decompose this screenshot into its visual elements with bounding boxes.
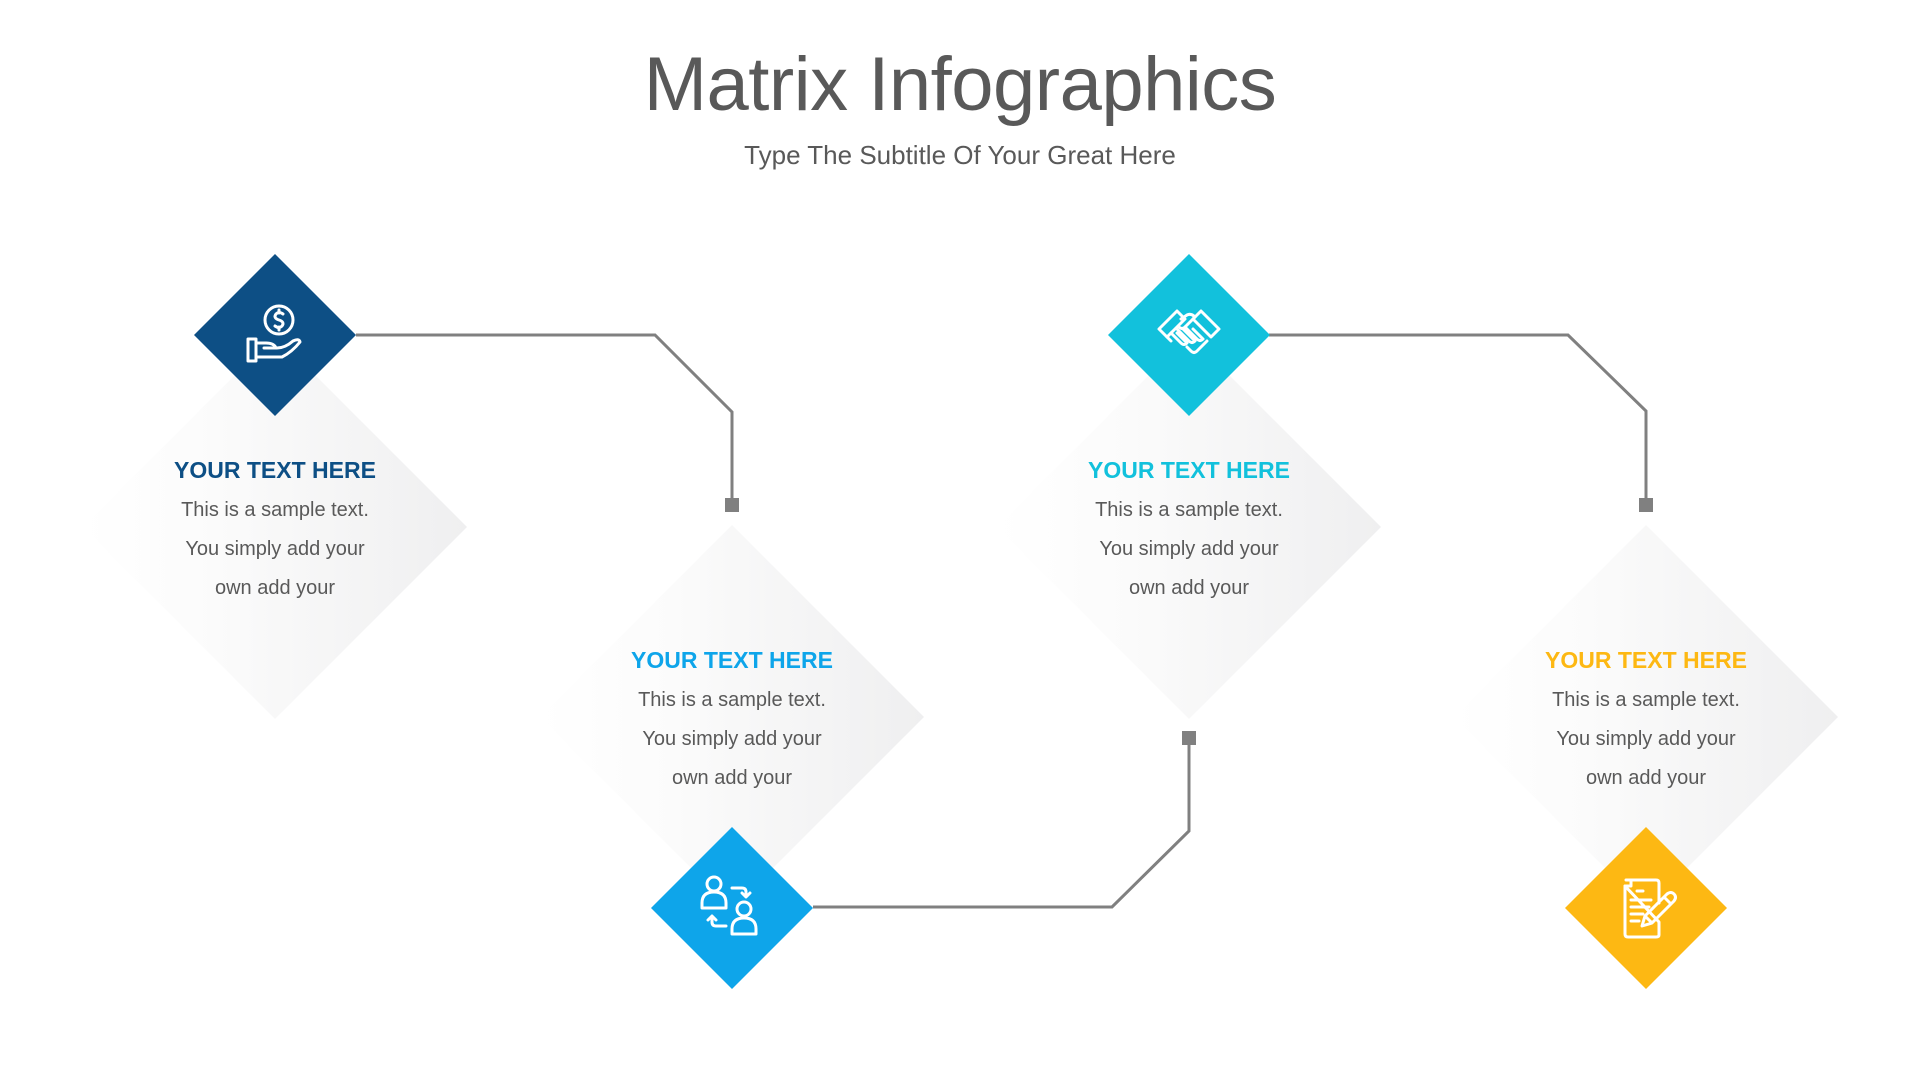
step-body-line: You simply add your [1099,538,1279,560]
step-2-icon-badge [651,827,813,989]
connector-end-square [1639,498,1653,512]
connector-3-4 [1269,333,1648,505]
page-title: Matrix Infographics [643,42,1277,127]
step-4-text: YOUR TEXT HERE This is a sample text. Yo… [1496,645,1796,798]
connector-end-square [725,498,739,512]
step-heading: YOUR TEXT HERE [1088,457,1290,483]
step-3-text: YOUR TEXT HERE This is a sample text. Yo… [1039,455,1339,608]
step-body-line: own add your [214,577,336,599]
step-heading: YOUR TEXT HERE [631,647,833,673]
connector-end-square [1182,731,1196,745]
step-4-icon-badge [1565,827,1727,989]
handshake-icon [1157,309,1221,354]
step-body-line: own add your [1128,577,1250,599]
step-body-line: This is a sample text. [181,499,369,521]
step-heading: YOUR TEXT HERE [1545,647,1747,673]
step-body-line: This is a sample text. [1095,499,1283,521]
connector-2-3 [813,738,1191,909]
step-3-icon-badge [1108,254,1270,416]
document-pen-icon [1623,878,1677,939]
user-exchange-icon [700,875,758,936]
page-subtitle: Type The Subtitle Of Your Great Here [744,140,1176,170]
step-body-line: This is a sample text. [638,689,826,711]
money-hand-icon [246,304,302,363]
connector-1-2 [356,333,734,505]
step-body-line: This is a sample text. [1552,689,1740,711]
step-body-line: You simply add your [185,538,365,560]
step-body-line: own add your [671,767,793,789]
step-body-line: You simply add your [1556,728,1736,750]
step-1-icon-badge [194,254,356,416]
step-body-line: You simply add your [642,728,822,750]
step-heading: YOUR TEXT HERE [174,457,376,483]
step-2-text: YOUR TEXT HERE This is a sample text. Yo… [582,645,882,798]
step-1-text: YOUR TEXT HERE This is a sample text. Yo… [125,455,425,608]
step-body-line: own add your [1585,767,1707,789]
